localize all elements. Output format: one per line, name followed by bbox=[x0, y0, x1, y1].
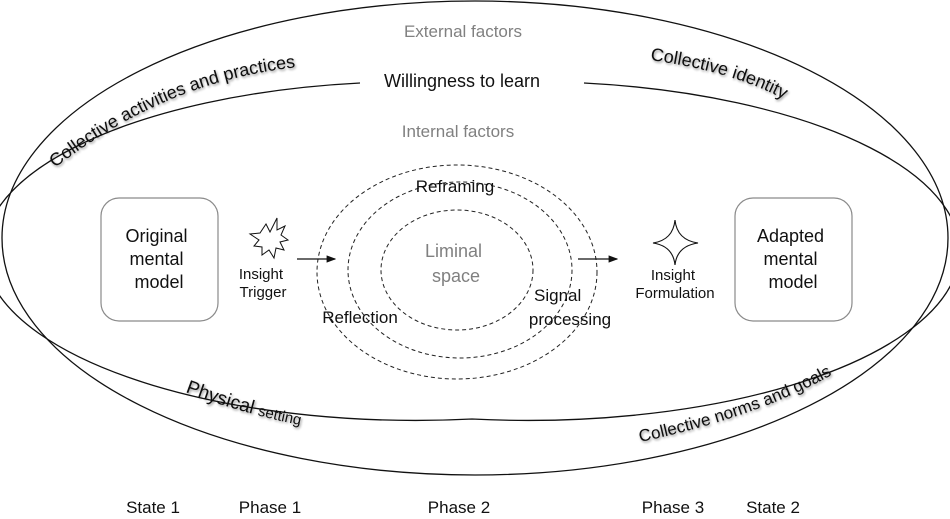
external-factors-boundary bbox=[1, 0, 949, 476]
internal-factors-label: Internal factors bbox=[402, 122, 514, 141]
collective-norms-label: Collective norms and goals bbox=[637, 361, 834, 445]
original-mental-model-label: Original mental model bbox=[125, 226, 192, 292]
insight-formulation-label: Insight Formulation bbox=[635, 267, 714, 302]
liminal-space-label: Liminal space bbox=[425, 241, 487, 286]
stage-label-phase-2: Phase 2 bbox=[428, 498, 490, 517]
external-factors-label: External factors bbox=[404, 22, 522, 41]
physical-setting-label: Physicalsetting bbox=[183, 377, 302, 429]
adapted-mental-model-label: Adapted mental model bbox=[757, 226, 829, 292]
reframing-label: Reframing bbox=[416, 177, 494, 196]
four-point-star-icon bbox=[652, 219, 699, 266]
signal-processing-label: Signal processing bbox=[529, 286, 611, 329]
original-mental-model-box bbox=[100, 197, 219, 322]
reframing-ring bbox=[347, 181, 573, 359]
stage-label-phase-1: Phase 1 bbox=[239, 498, 301, 517]
starburst-icon bbox=[248, 217, 290, 260]
reflection-ring bbox=[316, 164, 598, 380]
reflection-label: Reflection bbox=[322, 308, 398, 327]
liminal-space-ring bbox=[380, 209, 534, 331]
stage-label-state-1: State 1 bbox=[126, 498, 180, 517]
willingness-to-learn-label: Willingness to learn bbox=[384, 71, 540, 91]
stage-label-phase-3: Phase 3 bbox=[642, 498, 704, 517]
adapted-mental-model-box bbox=[734, 197, 853, 322]
internal-factors-boundary bbox=[0, 82, 950, 422]
stage-label-state-2: State 2 bbox=[746, 498, 800, 517]
insight-trigger-label: Insight Trigger bbox=[239, 266, 287, 301]
